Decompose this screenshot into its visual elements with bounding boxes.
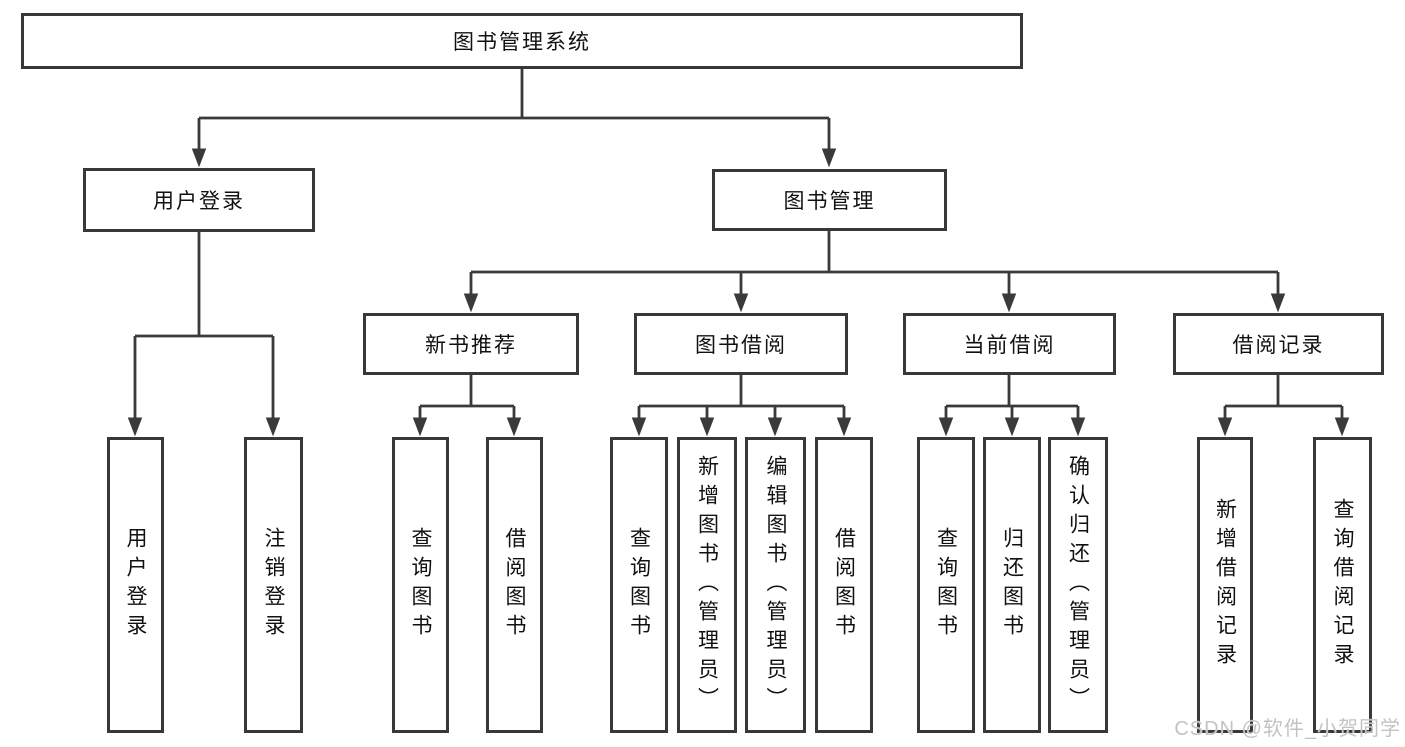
node-leaf-add-book-admin: 新增图书（管理员） — [677, 437, 737, 733]
node-label-book-borrowing: 图书借阅 — [695, 334, 787, 357]
node-label-user-login: 用户登录 — [153, 190, 245, 213]
node-leaf-user-login: 用户登录 — [107, 437, 164, 733]
node-label-leaf-query-books-borrow: 查询图书 — [627, 527, 651, 643]
node-leaf-edit-book-admin: 编辑图书（管理员） — [745, 437, 806, 733]
node-user-login: 用户登录 — [83, 168, 315, 232]
node-label-leaf-query-books-recommend: 查询图书 — [409, 527, 432, 643]
node-label-new-book-recommendation: 新书推荐 — [425, 334, 517, 357]
node-leaf-query-books-current: 查询图书 — [917, 437, 975, 733]
node-label-borrowing-records: 借阅记录 — [1232, 334, 1325, 357]
node-leaf-add-borrow-record: 新增借阅记录 — [1197, 437, 1253, 733]
node-label-leaf-add-borrow-record: 新增借阅记录 — [1213, 498, 1237, 672]
node-label-leaf-edit-book-admin: 编辑图书（管理员） — [764, 454, 787, 716]
node-leaf-borrow-books-borrow: 借阅图书 — [815, 437, 873, 733]
node-leaf-logout-login: 注销登录 — [244, 437, 303, 733]
node-borrowing-records: 借阅记录 — [1173, 313, 1384, 375]
node-label-leaf-user-login: 用户登录 — [124, 527, 147, 643]
node-label-leaf-confirm-return-admin: 确认归还（管理员） — [1066, 454, 1090, 716]
node-label-leaf-logout-login: 注销登录 — [262, 527, 285, 643]
node-new-book-recommendation: 新书推荐 — [363, 313, 579, 375]
node-leaf-confirm-return-admin: 确认归还（管理员） — [1048, 437, 1108, 733]
node-label-system-root: 图书管理系统 — [453, 31, 591, 54]
node-label-leaf-add-book-admin: 新增图书（管理员） — [695, 454, 719, 716]
csdn-watermark: CSDN @软件_小贺同学 — [1174, 718, 1401, 740]
node-system-root: 图书管理系统 — [21, 13, 1023, 69]
node-book-management: 图书管理 — [712, 169, 947, 231]
node-book-borrowing: 图书借阅 — [634, 313, 848, 375]
node-label-leaf-query-books-current: 查询图书 — [934, 527, 958, 643]
node-leaf-return-books: 归还图书 — [983, 437, 1041, 733]
node-label-current-borrowing: 当前借阅 — [963, 334, 1056, 357]
node-label-leaf-borrow-books-borrow: 借阅图书 — [832, 527, 856, 643]
node-leaf-query-books-recommend: 查询图书 — [392, 437, 449, 733]
node-label-leaf-borrow-books-recommend: 借阅图书 — [503, 527, 526, 643]
node-label-leaf-return-books: 归还图书 — [1000, 527, 1024, 643]
node-leaf-query-books-borrow: 查询图书 — [610, 437, 668, 733]
node-leaf-borrow-books-recommend: 借阅图书 — [486, 437, 543, 733]
node-current-borrowing: 当前借阅 — [903, 313, 1116, 375]
node-leaf-query-borrow-record: 查询借阅记录 — [1313, 437, 1372, 733]
node-label-leaf-query-borrow-record: 查询借阅记录 — [1331, 498, 1354, 672]
node-label-book-management: 图书管理 — [783, 190, 876, 213]
